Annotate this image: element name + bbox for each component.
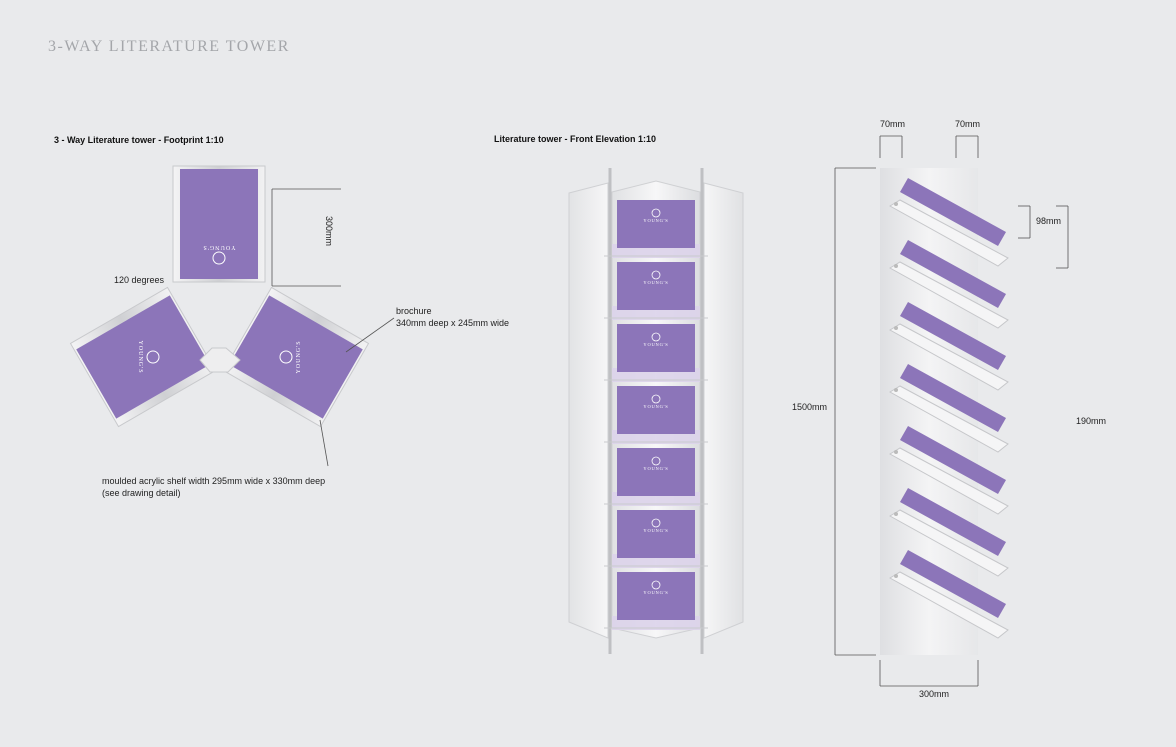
side-shelf <box>889 488 1009 577</box>
front-brochure: YOUNG'S <box>604 200 708 258</box>
front-brochure-logo: YOUNG'S <box>643 590 668 595</box>
brochure-left <box>76 295 210 419</box>
side-dim-1500: 1500mm <box>792 402 828 412</box>
front-brochure-logo: YOUNG'S <box>643 466 668 471</box>
brochure-logo-top: YOUNG'S <box>202 244 235 250</box>
side-shelf-dimension <box>1018 205 1031 239</box>
front-brochure-logo: YOUNG'S <box>643 404 668 409</box>
side-dim-190: 190mm <box>1076 416 1107 426</box>
brochure-right <box>229 295 363 419</box>
brochure-label-line2: 340mm deep x 245mm wide <box>396 318 510 328</box>
side-shelf <box>889 302 1009 391</box>
angle-label: 120 degrees <box>114 275 165 285</box>
front-brochure: YOUNG'S <box>604 510 708 568</box>
side-spacing-dimension <box>1056 205 1069 269</box>
footprint-dimension-300 <box>271 188 341 287</box>
shelf-label-line2: (see drawing detail) <box>102 488 181 498</box>
side-top-dimensions <box>879 135 979 158</box>
footprint-unit-right: YOUNG'S <box>222 286 370 428</box>
brochure-logo-right: YOUNG'S <box>296 340 302 373</box>
front-brochure-logo: YOUNG'S <box>643 342 668 347</box>
footprint-unit-left: YOUNG'S <box>69 286 217 428</box>
front-elevation-heading: Literature tower - Front Elevation 1:10 <box>494 134 657 144</box>
front-brochure: YOUNG'S <box>604 448 708 506</box>
side-dim-70-right: 70mm <box>955 119 981 129</box>
shelf-label-line1: moulded acrylic shelf width 295mm wide x… <box>102 476 326 486</box>
side-shelf <box>889 178 1009 267</box>
brochure-label-line1: brochure <box>396 306 432 316</box>
shelf-leader-line <box>319 419 329 467</box>
side-shelf <box>889 240 1009 329</box>
side-shelf <box>889 550 1009 639</box>
front-brochure: YOUNG'S <box>604 386 708 444</box>
front-brochure: YOUNG'S <box>604 572 708 630</box>
front-brochure-logo: YOUNG'S <box>643 280 668 285</box>
side-dim-98: 98mm <box>1036 216 1062 226</box>
side-shelf <box>889 426 1009 515</box>
front-brochure: YOUNG'S <box>604 262 708 320</box>
front-brochures: YOUNG'S YOUNG'S YOUNG'S YOUNG'S YOUNG'S YOUNG… <box>604 200 708 630</box>
side-shelves <box>889 178 1009 639</box>
side-shelf <box>889 364 1009 453</box>
brochure-top <box>180 169 258 279</box>
side-height-dimension <box>834 167 876 656</box>
front-brochure-logo: YOUNG'S <box>643 218 668 223</box>
front-brochure: YOUNG'S <box>604 324 708 382</box>
side-base-dimension <box>879 660 979 687</box>
front-brochure-logo: YOUNG'S <box>643 528 668 533</box>
side-dim-300: 300mm <box>919 689 950 699</box>
footprint-heading: 3 - Way Literature tower - Footprint 1:1… <box>54 135 224 145</box>
brochure-logo-left: YOUNG'S <box>137 340 143 373</box>
footprint-unit-top: YOUNG'S <box>172 165 266 283</box>
side-dim-70-left: 70mm <box>880 119 906 129</box>
brochure-leader-line <box>345 317 395 353</box>
page-title: 3-WAY LITERATURE TOWER <box>48 38 290 55</box>
